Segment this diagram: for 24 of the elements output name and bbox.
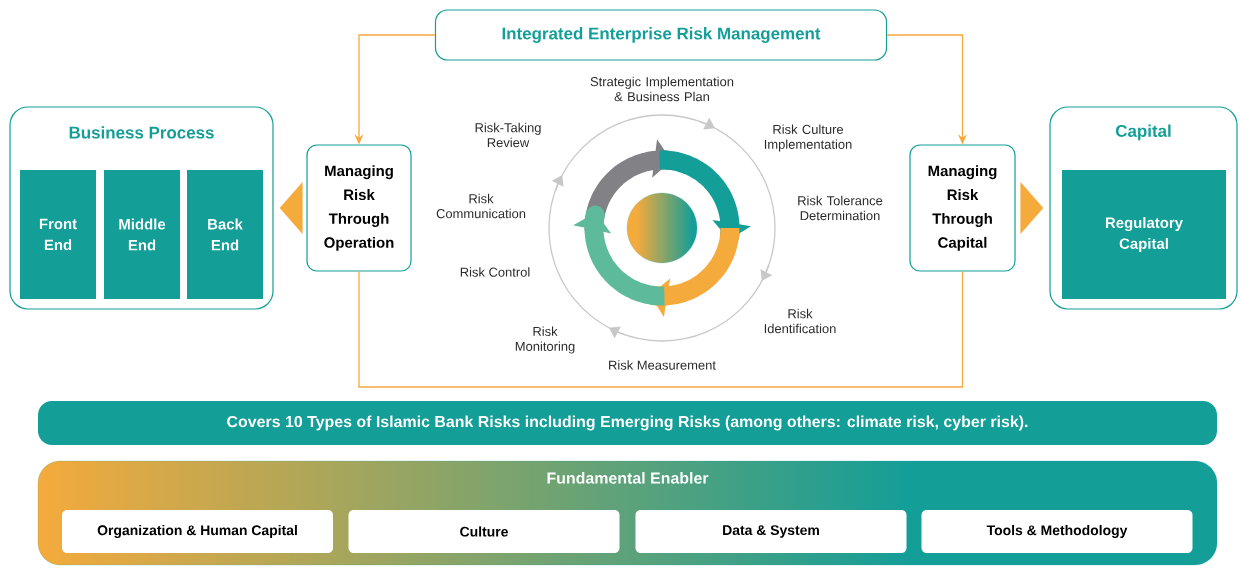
enabler-box: Tools & Methodology (921, 510, 1193, 553)
info-box: Managing Risk Through Operation (306, 144, 412, 272)
cycle-label: Risk Monitoring (515, 326, 575, 354)
connector-line (358, 270, 964, 388)
enabler-box: Data & System (635, 510, 907, 553)
enabler-box: Culture (348, 510, 620, 553)
process-box: Regulatory Capital (1062, 170, 1226, 299)
cycle-label: Risk Culture Implementation (764, 124, 852, 152)
cycle-label: Risk Measurement (609, 360, 716, 370)
process-box: Front End (20, 170, 96, 299)
cycle-label: Risk Communication (436, 193, 526, 219)
enabler-box: Organization & Human Capital (62, 510, 333, 553)
chevron-arrow (1020, 182, 1044, 234)
cycle-label: Risk Identification (764, 308, 836, 334)
banner: Covers 10 Types of Islamic Bank Risks including Emerging Risks (among others: climate risk, cyber risk). (38, 401, 1217, 445)
info-box: Managing Risk Through Capital (909, 144, 1016, 272)
cycle-label: Strategic Implementation & Business Plan (590, 76, 734, 102)
process-box: Back End (187, 170, 263, 299)
cycle-label: Risk Tolerance Determination (798, 195, 883, 221)
header-box: Integrated Enterprise Risk Management (434, 9, 888, 61)
cycle-label: Risk-Taking Review (475, 122, 541, 148)
chevron-arrow (279, 182, 303, 234)
process-box: Middle End (104, 170, 180, 299)
cycle-label: Risk Control (460, 267, 530, 277)
